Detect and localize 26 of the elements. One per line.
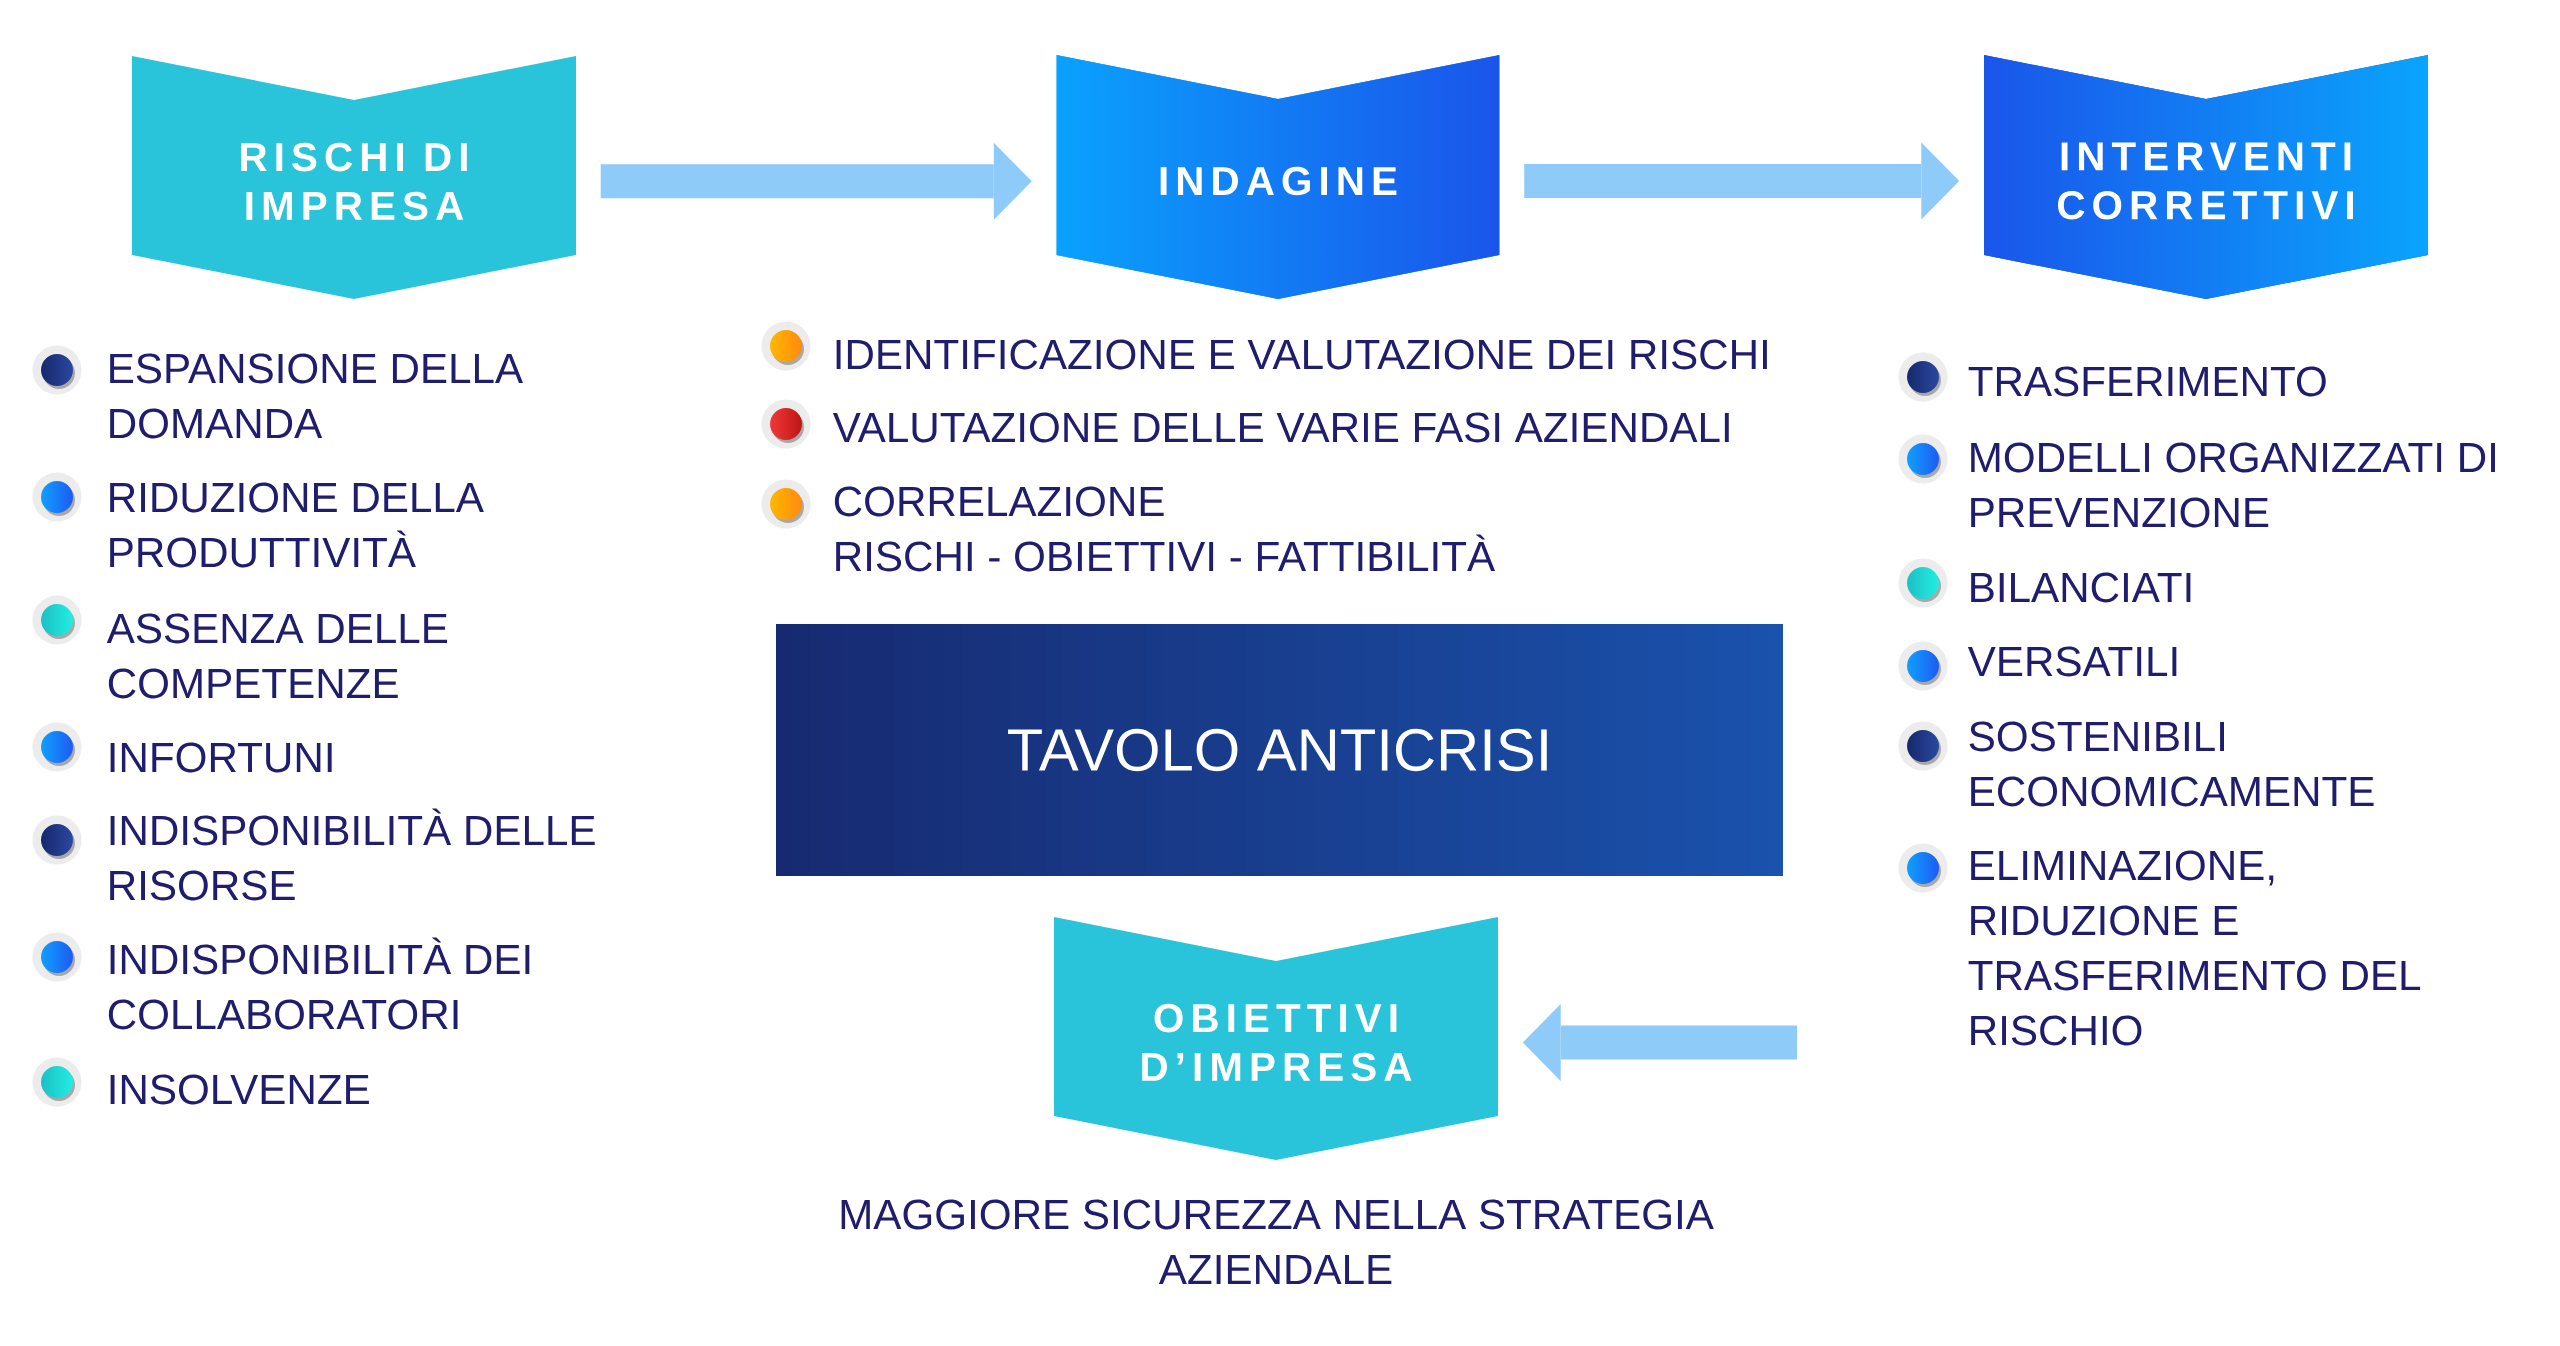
list-item-text: VERSATILI [1967,646,2177,677]
chevron-banner: INDAGINE [1056,55,1500,299]
list-item-text: ASSENZA DELLE COMPETENZE [106,613,448,699]
list-item-text: BILANCIATI [1971,572,2191,603]
title-box: TAVOLO ANTICRISI [776,624,1783,876]
list-item-text: IDENTIFICAZIONE E VALUTAZIONE DEI RISCHI [836,339,1767,370]
arrow [600,142,1032,220]
chevron-banner: RISCHI DI IMPRESA [132,56,576,299]
caption-text: MAGGIORE SICUREZZA NELLA STRATEGIA AZIENDALE [841,1199,1714,1284]
list-item-text: INFORTUNI [110,742,332,773]
chevron-banner: INTERVENTI CORRETTIVI [1984,55,2428,299]
chevron-banner: OBIETTIVI D’IMPRESA [1054,917,1498,1160]
list-item-text: MODELLI ORGANIZZATI DI PREVENZIONE [1971,442,2495,528]
list-item-text: TRASFERIMENTO [1968,366,2326,397]
list-item-text: VALUTAZIONE DELLE VARIE FASI AZIENDALI [832,412,1729,443]
list-item-text: CORRELAZIONE RISCHI - OBIETTIVI - FATTIBILITÀ [834,486,1496,572]
list-item-text: INDISPONIBILITÀ DEI COLLABORATORI [108,937,530,1030]
list-item-text: RIDUZIONE DELLA PRODUTTIVITÀ [110,482,484,568]
list-item-text: ELIMINAZIONE, RIDUZIONE E TRASFERIMENTO DEL RISCHIO [1968,850,2421,1046]
list-item-text: SOSTENIBILI ECONOMICAMENTE [1969,721,2374,807]
arrow [1522,1004,1797,1081]
list-item-text: INDISPONIBILITÀ DELLE RISORSE [110,808,595,901]
node-label: TAVOLO ANTICRISI [1008,728,1547,772]
list-item-text: ESPANSIONE DELLA DOMANDA [110,353,523,439]
arrow [1524,142,1960,220]
list-item-text: INSOLVENZE [110,1074,369,1105]
